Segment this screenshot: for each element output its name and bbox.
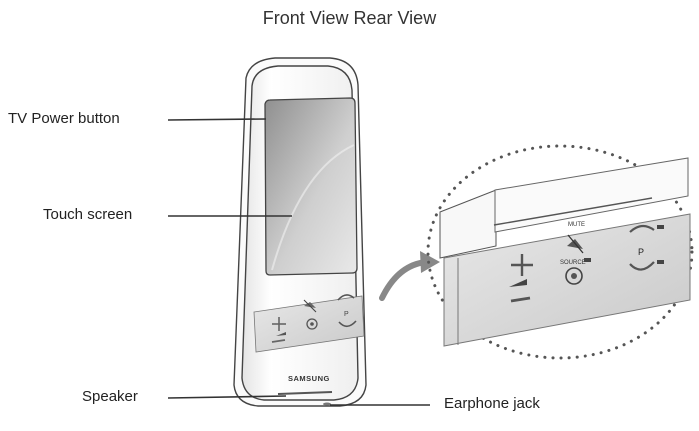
label-earphone-jack: Earphone jack [444,395,540,412]
curved-arrow-icon [379,251,440,301]
zoom-detail: MUTE SOURCE P [426,144,694,360]
earphone-jack-port [323,402,331,406]
plus-icon [272,317,286,331]
zoom-source-icon [565,267,583,285]
front-channel-label: P [344,311,349,318]
zoom-volume-ramp-icon [509,279,527,287]
zoom-channel-up-icon [629,224,655,233]
zoom-plus-icon [511,254,533,276]
label-speaker: Speaker [82,388,138,405]
zoom-mute-icon [567,234,584,254]
page-title: Front View Rear View [262,8,437,28]
source-label: SOURCE [560,260,586,266]
source-icon [306,318,318,330]
remote-front: P SAMSUNG [233,57,367,407]
mute-icon [303,299,317,313]
channel-down-icon [338,320,357,328]
brand-logo: SAMSUNG [288,374,330,383]
zoom-channel-label: P [638,247,644,257]
channel-up-icon [337,294,355,301]
leader-speaker [167,395,287,399]
zoom-minus-icon [510,296,531,303]
volume-ramp-icon [276,332,286,336]
speaker-grille [277,391,333,395]
leader-power [167,118,267,121]
label-touch-screen: Touch screen [43,206,133,223]
label-tv-power-button: TV Power button [8,110,120,127]
touch-screen [264,97,358,276]
minus-icon [271,339,286,343]
zoom-dotted-outline [426,144,694,360]
zoom-channel-down-icon [629,261,655,271]
front-control-panel: P [253,294,365,353]
mute-label: MUTE [568,222,585,228]
